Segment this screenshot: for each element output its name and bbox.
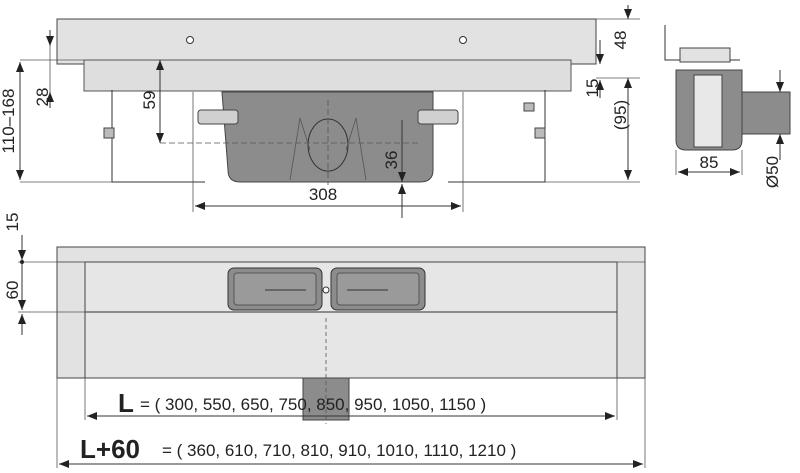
- dim-15-side: 15: [583, 79, 602, 98]
- L-label: L: [118, 388, 134, 418]
- dim-15-top: 15: [3, 213, 22, 232]
- drain-flange-left: [197, 109, 239, 125]
- drain-body: [221, 91, 434, 183]
- dim-85: 85: [700, 153, 719, 172]
- dim-48: 48: [611, 31, 630, 50]
- L60-values: = ( 360, 610, 710, 810, 910, 1010, 1110,…: [162, 441, 516, 460]
- screw-hole: [186, 36, 194, 44]
- dim-28: 28: [33, 88, 52, 107]
- side-view: 308 110–168 28 59 36 48 (95) 15: [0, 5, 640, 218]
- center-screw: [322, 286, 330, 294]
- top-plate: [56, 18, 597, 65]
- screw-hole: [459, 36, 467, 44]
- top-view: 15 60 L = ( 300, 550, 650, 750, 850, 950…: [3, 213, 646, 468]
- L-values: = ( 300, 550, 650, 750, 850, 950, 1050, …: [140, 395, 486, 414]
- drain-flange-right: [417, 109, 459, 125]
- dim-308: 308: [309, 185, 337, 204]
- lower-plate: [83, 59, 572, 92]
- dim-95: (95): [611, 100, 630, 130]
- dim-59: 59: [140, 91, 159, 110]
- end-outlet: [741, 91, 791, 135]
- dim-36: 36: [382, 151, 401, 170]
- dim-110-168: 110–168: [0, 89, 18, 154]
- dim-50: Ø50: [763, 156, 782, 188]
- end-view: 85 Ø50: [664, 25, 791, 188]
- dim-60: 60: [3, 281, 22, 300]
- L60-label: L+60: [80, 434, 140, 464]
